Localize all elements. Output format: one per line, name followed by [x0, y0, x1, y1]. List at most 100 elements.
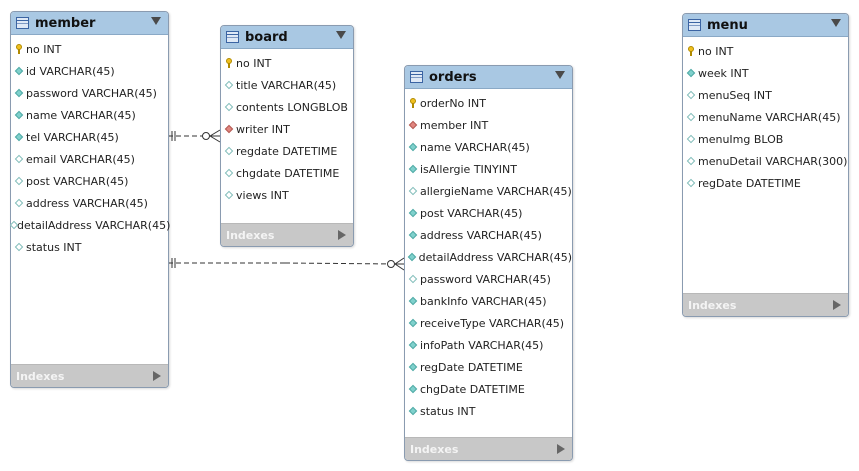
expand-arrow-icon[interactable]: [338, 230, 346, 240]
column-row[interactable]: member INT: [405, 114, 572, 136]
column-row[interactable]: bankInfo VARCHAR(45): [405, 290, 572, 312]
column-row[interactable]: chgdate DATETIME: [221, 162, 353, 184]
column-row[interactable]: post VARCHAR(45): [11, 170, 168, 192]
not-null-column-icon: [408, 142, 417, 152]
column-label: tel VARCHAR(45): [26, 130, 119, 144]
collapse-arrow-icon[interactable]: [555, 71, 565, 79]
primary-key-icon: [409, 98, 416, 108]
column-row[interactable]: menuName VARCHAR(45): [683, 106, 848, 128]
foreign-key-icon: [408, 120, 417, 130]
column-label: regDate DATETIME: [420, 360, 523, 374]
primary-key-icon: [15, 44, 22, 54]
column-label: password VARCHAR(45): [420, 272, 551, 286]
column-row[interactable]: email VARCHAR(45): [11, 148, 168, 170]
table-name: menu: [707, 17, 748, 33]
column-label: status INT: [26, 240, 82, 254]
column-row[interactable]: name VARCHAR(45): [405, 136, 572, 158]
not-null-column-icon: [408, 296, 417, 306]
column-row[interactable]: no INT: [11, 38, 168, 60]
column-row[interactable]: views INT: [221, 184, 353, 206]
column-label: receiveType VARCHAR(45): [420, 316, 565, 330]
table-orders[interactable]: orders orderNo INT member INT name VARCHAR…: [404, 65, 573, 461]
column-row[interactable]: no INT: [221, 52, 353, 74]
not-null-column-icon: [408, 230, 417, 240]
not-null-column-icon: [408, 318, 417, 328]
column-row[interactable]: regdate DATETIME: [221, 140, 353, 162]
column-label: no INT: [698, 44, 734, 58]
column-row[interactable]: isAllergie TINYINT: [405, 158, 572, 180]
column-row[interactable]: allergieName VARCHAR(45): [405, 180, 572, 202]
column-row[interactable]: detailAddress VARCHAR(45): [405, 246, 572, 268]
column-row[interactable]: no INT: [683, 40, 848, 62]
column-row[interactable]: tel VARCHAR(45): [11, 126, 168, 148]
column-row[interactable]: menuImg BLOB: [683, 128, 848, 150]
table-header[interactable]: member: [11, 12, 168, 35]
column-label: menuDetail VARCHAR(300): [698, 154, 848, 168]
column-row[interactable]: orderNo INT: [405, 92, 572, 114]
column-row[interactable]: id VARCHAR(45): [11, 60, 168, 82]
column-row[interactable]: name VARCHAR(45): [11, 104, 168, 126]
not-null-column-icon: [407, 252, 417, 262]
not-null-column-icon: [408, 362, 417, 372]
table-header[interactable]: menu: [683, 14, 848, 37]
collapse-arrow-icon[interactable]: [831, 19, 841, 27]
column-row[interactable]: title VARCHAR(45): [221, 74, 353, 96]
column-row[interactable]: regDate DATETIME: [683, 172, 848, 194]
column-row[interactable]: week INT: [683, 62, 848, 84]
table-icon: [688, 19, 701, 31]
column-row[interactable]: contents LONGBLOB: [221, 96, 353, 118]
column-label: address VARCHAR(45): [26, 196, 148, 210]
column-row[interactable]: post VARCHAR(45): [405, 202, 572, 224]
column-label: address VARCHAR(45): [420, 228, 542, 242]
column-label: member INT: [420, 118, 489, 132]
nullable-column-icon: [224, 168, 233, 178]
indexes-section[interactable]: Indexes: [405, 437, 572, 460]
nullable-column-icon: [14, 198, 23, 208]
column-label: regDate DATETIME: [698, 176, 801, 190]
table-name: orders: [429, 69, 477, 85]
collapse-arrow-icon[interactable]: [336, 31, 346, 39]
nullable-column-icon: [686, 112, 695, 122]
column-row[interactable]: status INT: [405, 400, 572, 422]
indexes-section[interactable]: Indexes: [683, 293, 848, 316]
relationship-member-board[interactable]: [168, 129, 221, 143]
not-null-column-icon: [408, 340, 417, 350]
column-label: detailAddress VARCHAR(45): [418, 250, 572, 264]
column-label: writer INT: [236, 122, 290, 136]
column-row[interactable]: receiveType VARCHAR(45): [405, 312, 572, 334]
indexes-section[interactable]: Indexes: [221, 223, 353, 246]
column-row[interactable]: detailAddress VARCHAR(45): [9, 214, 170, 236]
not-null-column-icon: [14, 88, 23, 98]
nullable-column-icon: [224, 80, 233, 90]
column-row[interactable]: password VARCHAR(45): [11, 82, 168, 104]
indexes-label: Indexes: [688, 298, 737, 312]
indexes-section[interactable]: Indexes: [11, 364, 168, 387]
column-label: chgDate DATETIME: [420, 382, 525, 396]
column-row[interactable]: infoPath VARCHAR(45): [405, 334, 572, 356]
expand-arrow-icon[interactable]: [153, 371, 161, 381]
relationship-member-orders[interactable]: [168, 257, 405, 271]
column-row[interactable]: menuDetail VARCHAR(300): [683, 150, 848, 172]
column-label: status INT: [420, 404, 476, 418]
column-row[interactable]: password VARCHAR(45): [405, 268, 572, 290]
collapse-arrow-icon[interactable]: [151, 17, 161, 25]
table-header[interactable]: orders: [405, 66, 572, 89]
not-null-column-icon: [14, 66, 23, 76]
column-row[interactable]: address VARCHAR(45): [405, 224, 572, 246]
expand-arrow-icon[interactable]: [833, 300, 841, 310]
column-row[interactable]: menuSeq INT: [683, 84, 848, 106]
column-row[interactable]: regDate DATETIME: [405, 356, 572, 378]
column-row[interactable]: writer INT: [221, 118, 353, 140]
expand-arrow-icon[interactable]: [557, 444, 565, 454]
column-row[interactable]: chgDate DATETIME: [405, 378, 572, 400]
column-row[interactable]: status INT: [11, 236, 168, 258]
table-icon: [226, 31, 239, 43]
table-header[interactable]: board: [221, 26, 353, 49]
column-label: regdate DATETIME: [236, 144, 338, 158]
column-list: orderNo INT member INT name VARCHAR(45)isA…: [405, 89, 572, 422]
column-row[interactable]: address VARCHAR(45): [11, 192, 168, 214]
column-label: chgdate DATETIME: [236, 166, 340, 180]
